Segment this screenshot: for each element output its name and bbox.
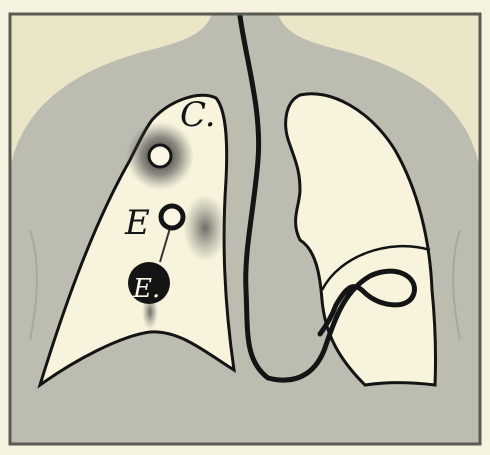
cavity-c-marker <box>149 145 171 167</box>
e-upper-ring-marker <box>161 206 183 228</box>
label-c: C. <box>180 95 216 135</box>
hilum-shading <box>183 194 227 262</box>
label-e-lower: E. <box>132 274 160 304</box>
label-e-upper: E <box>124 203 150 243</box>
